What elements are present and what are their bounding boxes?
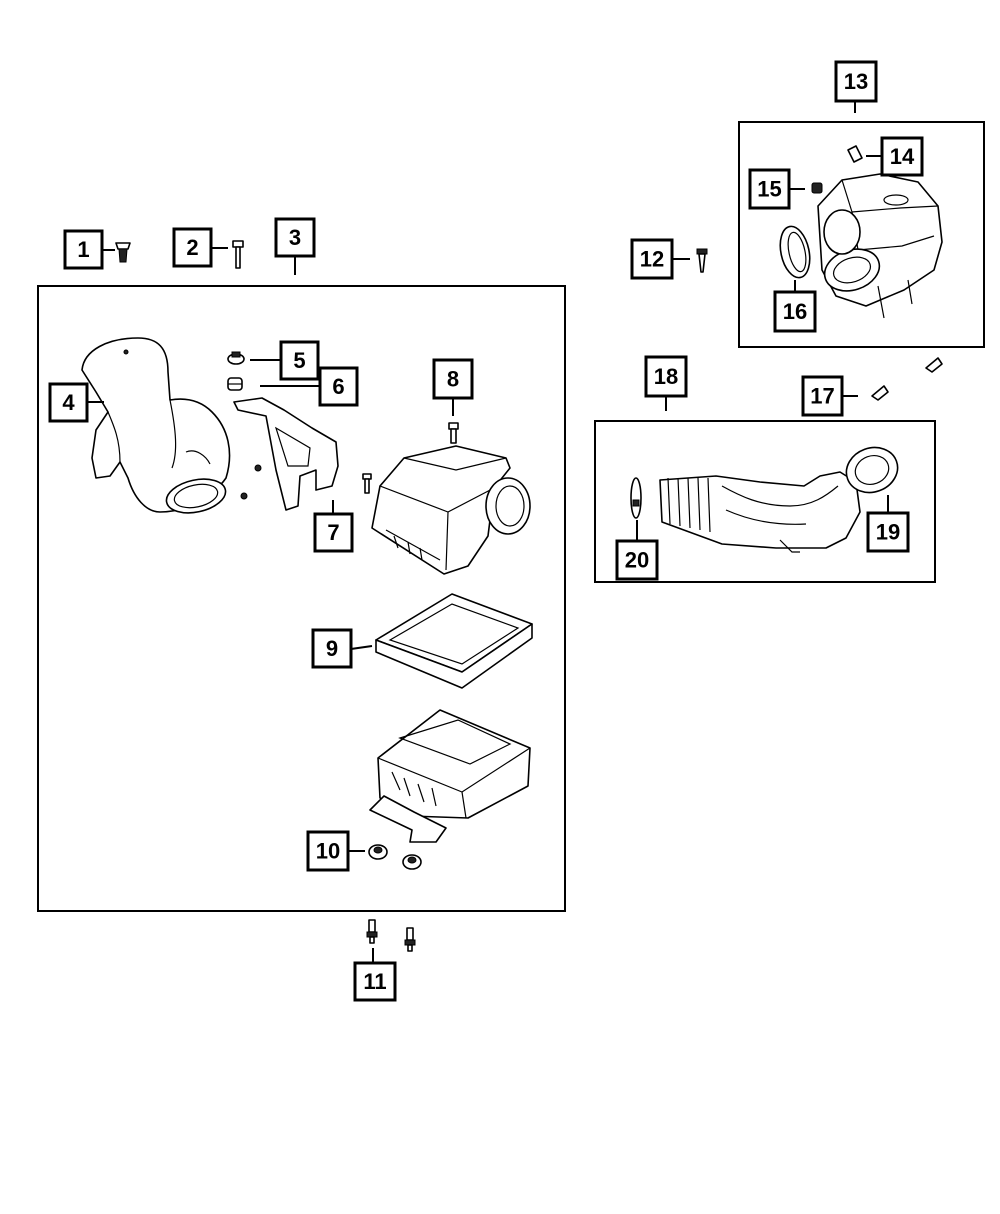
callout-6-label: 6 (332, 374, 344, 399)
callout-5: 5 (279, 340, 320, 381)
callout-14-label: 14 (890, 144, 915, 169)
callout-16-label: 16 (783, 299, 807, 324)
part-intake-duct-4 (81, 337, 231, 514)
part-nut-10 (368, 844, 422, 870)
callout-3: 3 (274, 217, 316, 258)
callout-12-label: 12 (640, 247, 664, 272)
callout-11-label: 11 (363, 969, 386, 994)
callout-15: 15 (748, 168, 791, 210)
callout-18: 18 (644, 355, 688, 398)
group-frame-resonator (738, 121, 985, 348)
part-screw-1 (115, 242, 131, 263)
callout-10-label: 10 (316, 839, 340, 864)
callout-9: 9 (311, 628, 353, 669)
callout-18-label: 18 (654, 364, 678, 389)
callout-15-label: 15 (757, 177, 781, 202)
part-housing-tray (369, 709, 531, 843)
part-grommet-6 (227, 377, 243, 391)
part-bolt-cover (362, 473, 372, 494)
part-seal-16 (779, 225, 811, 279)
callout-7-label: 7 (327, 520, 339, 545)
part-bolt-17 (871, 357, 943, 401)
callout-12: 12 (630, 238, 674, 280)
callout-20-label: 20 (625, 548, 649, 573)
callout-4-label: 4 (62, 390, 75, 415)
callout-17-label: 17 (810, 384, 834, 409)
callout-10: 10 (306, 830, 350, 872)
callout-16: 16 (773, 290, 817, 333)
callout-1-label: 1 (77, 237, 89, 262)
part-pushpin-12 (696, 248, 708, 273)
leader-lines (87, 101, 889, 963)
callout-11: 11 (353, 961, 397, 1002)
callout-2-label: 2 (186, 235, 198, 260)
group-frame-air-cleaner (37, 285, 566, 912)
callout-19: 19 (866, 511, 910, 553)
part-resonator-13 (817, 173, 943, 319)
callout-20: 20 (615, 539, 659, 581)
callout-7: 7 (313, 512, 354, 553)
callout-1: 1 (63, 229, 104, 270)
callout-13: 13 (834, 60, 878, 103)
part-bracket-7 (233, 397, 339, 511)
part-duct-hose-18 (659, 471, 861, 553)
part-clip-14 (847, 145, 863, 163)
part-housing-cover (371, 445, 531, 575)
callout-3-label: 3 (289, 225, 301, 250)
part-bolt-2 (232, 240, 244, 269)
callout-2: 2 (172, 227, 213, 268)
part-stud-11 (366, 919, 416, 952)
part-filter-9 (375, 593, 533, 689)
callout-4: 4 (48, 382, 89, 423)
callout-8-label: 8 (447, 367, 459, 392)
part-clip-5 (227, 351, 245, 365)
group-frame-duct (594, 420, 936, 583)
part-clamp-20 (630, 477, 642, 519)
callout-13-label: 13 (844, 69, 868, 94)
part-bolt-8 (448, 422, 459, 444)
callout-14: 14 (880, 136, 924, 177)
callout-9-label: 9 (326, 636, 338, 661)
callout-19-label: 19 (876, 520, 900, 545)
part-grommet-15 (811, 182, 823, 194)
callout-17: 17 (801, 375, 844, 417)
part-coupler-19 (845, 446, 899, 494)
callout-5-label: 5 (293, 348, 305, 373)
callout-8: 8 (432, 358, 474, 400)
callout-6: 6 (318, 366, 359, 407)
